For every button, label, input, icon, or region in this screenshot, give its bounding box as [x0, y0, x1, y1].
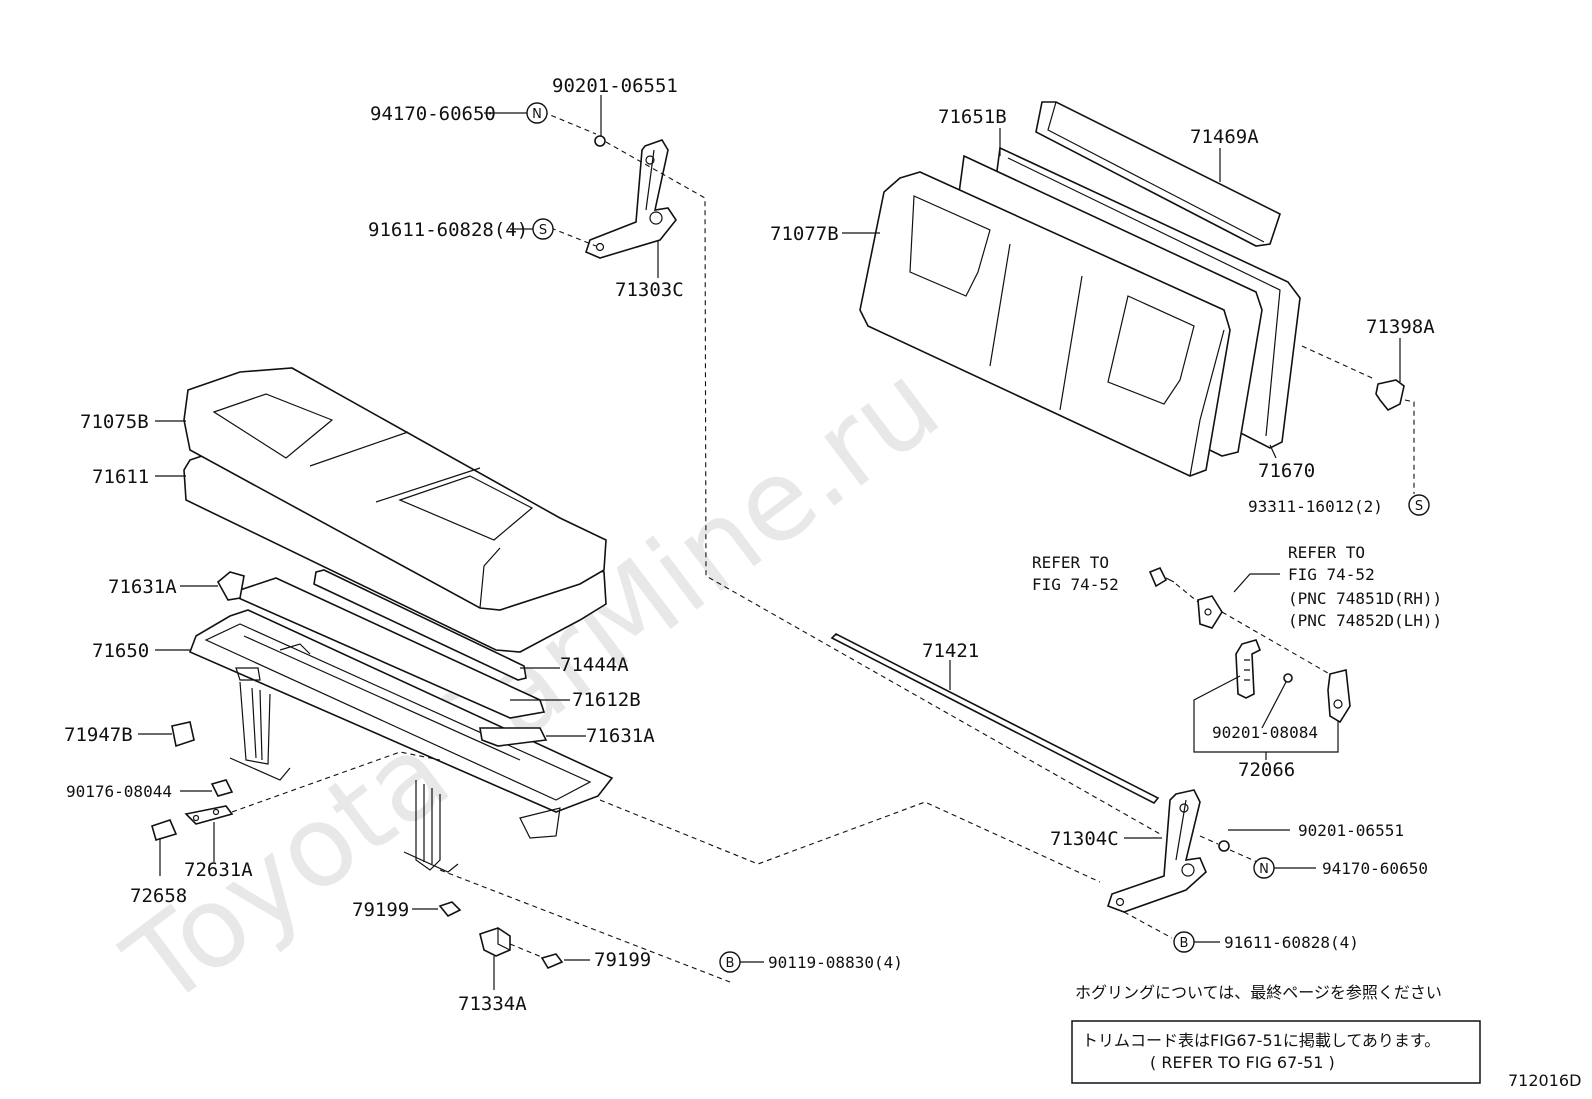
cushion-frame-71650[interactable] — [188, 609, 614, 873]
hinge-71304c[interactable] — [1106, 789, 1207, 913]
n-symbol: N — [1259, 862, 1269, 877]
ref-label[interactable]: FIG 74-52 — [1032, 575, 1119, 594]
seatback-cover-71077b[interactable] — [859, 171, 1231, 477]
hinge-71303c[interactable] — [585, 139, 677, 259]
dash-line — [550, 227, 597, 247]
part-label[interactable]: 71650 — [92, 640, 149, 662]
clip-71631a-bottom[interactable] — [479, 727, 548, 747]
b-symbol-icon — [1173, 931, 1195, 953]
washer-icon — [594, 135, 606, 147]
trim-note-line1: トリムコード表はFIG67-51に掲載してあります。 — [1082, 1031, 1440, 1050]
part-label[interactable]: 72658 — [130, 885, 187, 907]
seat-wire-71444a[interactable] — [313, 569, 527, 681]
dash-line — [599, 799, 1101, 883]
dash-line — [1221, 611, 1341, 681]
part-label[interactable]: 79199 — [352, 899, 409, 921]
seatback-board-71469a[interactable] — [1035, 101, 1281, 247]
part-label[interactable]: 72631A — [184, 859, 253, 881]
cushion-cover-71075b[interactable] — [183, 367, 607, 611]
part-label[interactable]: 90201-06551 — [552, 75, 678, 97]
part-label[interactable]: 71075B — [80, 411, 149, 433]
part-label[interactable]: 91611-60828(4) — [368, 219, 528, 241]
part-label[interactable]: 71612B — [572, 689, 641, 711]
part-label[interactable]: 90176-08044 — [66, 782, 172, 801]
b-symbol: B — [726, 956, 735, 971]
ref-label[interactable]: REFER TO — [1032, 553, 1109, 572]
part-label[interactable]: 93311-16012(2) — [1248, 497, 1383, 516]
part-label[interactable]: 71303C — [615, 279, 684, 301]
part-label[interactable]: 71444A — [560, 654, 629, 676]
trim-note-box — [1071, 1020, 1481, 1084]
part-label[interactable]: 90119-08830(4) — [768, 953, 903, 972]
dash-line — [1404, 399, 1415, 494]
part-label[interactable]: 71631A — [108, 576, 177, 598]
part-label[interactable]: 71947B — [64, 724, 133, 746]
ref-label[interactable]: (PNC 74852D(LH)) — [1288, 611, 1442, 630]
figure-code: 712016D — [1508, 1071, 1581, 1090]
dash-line — [1123, 911, 1173, 939]
part-label[interactable]: 71077B — [770, 223, 839, 245]
part-label[interactable]: 90201-06551 — [1298, 821, 1404, 840]
ref-label[interactable]: FIG 74-52 — [1288, 565, 1375, 584]
part-label[interactable]: 71651B — [938, 106, 1007, 128]
part-label[interactable]: 72066 — [1238, 759, 1295, 781]
nut-90176-08044[interactable] — [210, 779, 234, 797]
part-label[interactable]: 79199 — [594, 949, 651, 971]
escutcheon-ref-74-52[interactable] — [1197, 595, 1223, 629]
s-symbol: S — [539, 223, 547, 238]
b-symbol: B — [1180, 936, 1189, 951]
part-label[interactable]: 91611-60828(4) — [1224, 933, 1359, 952]
n-symbol-icon — [1253, 857, 1275, 879]
dash-line — [1175, 583, 1199, 603]
rod-71421[interactable] — [830, 633, 1160, 805]
pad-79199-top[interactable] — [438, 901, 462, 918]
dash-line — [542, 111, 597, 135]
cap-71947b[interactable] — [171, 721, 195, 748]
s-symbol-icon — [1408, 494, 1430, 516]
dash-line — [1301, 345, 1373, 379]
dash-line — [605, 141, 1161, 835]
washer-icon — [1218, 840, 1230, 852]
hogging-note: ホグリングについては、最終ページを参照ください — [1075, 983, 1442, 1002]
part-label[interactable]: 71670 — [1258, 460, 1315, 482]
n-symbol: N — [532, 107, 542, 122]
lock-lever-72066[interactable] — [1235, 639, 1351, 724]
part-label[interactable]: 71421 — [922, 640, 979, 662]
ref-label[interactable]: (PNC 74851D(RH)) — [1288, 589, 1442, 608]
dash-line — [1199, 835, 1219, 845]
part-label[interactable]: 71631A — [586, 725, 655, 747]
part-label[interactable]: 71334A — [458, 993, 527, 1015]
dash-line — [509, 943, 545, 959]
dash-line — [439, 869, 731, 983]
part-label[interactable]: 71469A — [1190, 126, 1259, 148]
trim-note-line2: ( REFER TO FIG 67-51 ) — [1150, 1053, 1335, 1072]
pad-79199-bottom[interactable] — [540, 953, 564, 970]
part-label[interactable]: 90201-08084 — [1212, 723, 1318, 742]
knob-ref-74-52[interactable] — [1148, 566, 1175, 588]
cover-72658[interactable] — [151, 819, 178, 841]
ref-label[interactable]: REFER TO — [1288, 543, 1365, 562]
bracket-71398a[interactable] — [1375, 379, 1405, 412]
part-label[interactable]: 71398A — [1366, 316, 1435, 338]
s-symbol: S — [1415, 499, 1423, 514]
part-label[interactable]: 71304C — [1050, 828, 1119, 850]
stopper-71334a[interactable] — [479, 927, 511, 957]
part-label[interactable]: 71611 — [92, 466, 149, 488]
washer-icon — [1283, 673, 1293, 683]
clip-71631a-top[interactable] — [216, 571, 245, 601]
part-label[interactable]: 94170-60650 — [370, 103, 496, 125]
bracket-72631a[interactable] — [184, 805, 234, 825]
part-label[interactable]: 94170-60650 — [1322, 859, 1428, 878]
